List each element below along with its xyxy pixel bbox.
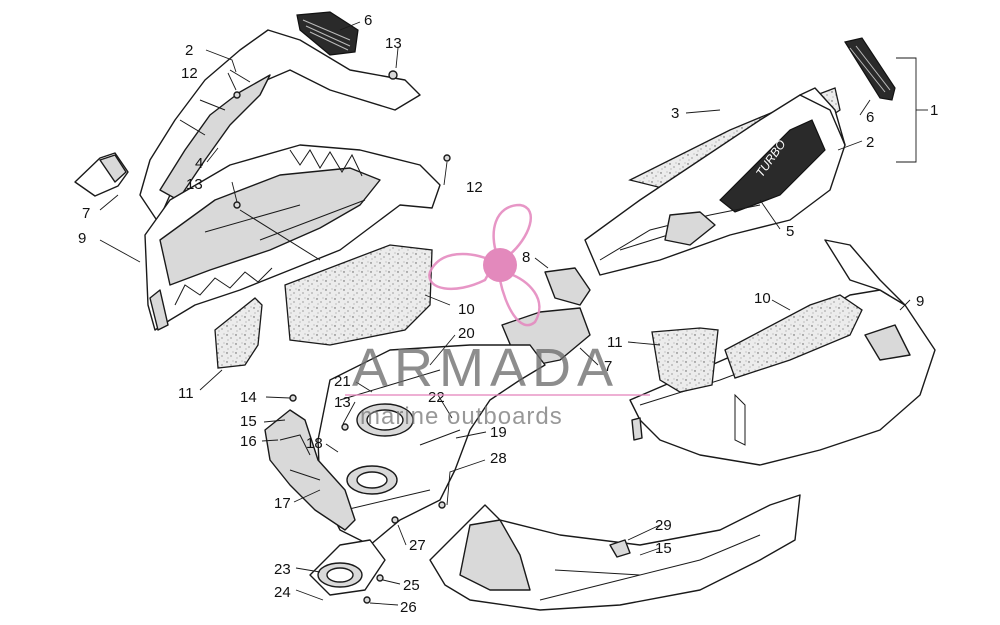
small-trim-8 <box>544 267 591 306</box>
watermark-logo: ARMADA marine outboards <box>345 203 650 430</box>
watermark-tagline: marine outboards <box>360 403 563 430</box>
callout-15-right: 15 <box>655 540 672 557</box>
left-side-panel <box>139 29 421 223</box>
vent-grille-left <box>296 11 359 56</box>
callout-14: 14 <box>240 389 257 406</box>
callout-7-left: 7 <box>82 205 90 222</box>
right-side-panel: TURBO <box>584 87 846 276</box>
callout-18: 18 <box>306 435 323 452</box>
propeller-icon <box>428 203 541 327</box>
callout-13-center: 13 <box>334 394 351 411</box>
foam-pad-left-10 <box>284 244 433 346</box>
callout-16: 16 <box>240 433 257 450</box>
callout-29: 29 <box>655 517 672 534</box>
callout-9-right: 9 <box>916 293 924 310</box>
callout-13-top: 13 <box>385 35 402 52</box>
callout-24: 24 <box>274 584 291 601</box>
leader-lines <box>99 21 928 606</box>
vent-grille-right <box>844 37 896 101</box>
callout-27: 27 <box>409 537 426 554</box>
callout-6-top: 6 <box>364 12 372 29</box>
side-vent-left <box>74 152 129 197</box>
callout-22: 22 <box>428 389 445 406</box>
callout-17: 17 <box>274 495 291 512</box>
callout-26: 26 <box>400 599 417 616</box>
callout-21: 21 <box>334 373 351 390</box>
lower-duct <box>309 539 386 596</box>
callout-25: 25 <box>403 577 420 594</box>
foam-pad-left-11 <box>214 297 263 369</box>
callout-3: 3 <box>671 105 679 122</box>
callout-10-left: 10 <box>458 301 475 318</box>
callout-12-top-left: 12 <box>181 65 198 82</box>
callout-1: 1 <box>930 102 938 119</box>
callout-5: 5 <box>786 223 794 240</box>
callout-10-right: 10 <box>754 290 771 307</box>
callout-11-right: 11 <box>607 334 623 351</box>
callout-8: 8 <box>522 249 530 266</box>
callout-15-left: 15 <box>240 413 257 430</box>
callout-11-left: 11 <box>178 385 194 402</box>
callout-7-center: 7 <box>604 358 612 375</box>
callout-12-mid: 12 <box>466 179 483 196</box>
foam-pad-right-11 <box>651 327 719 393</box>
callout-9-left: 9 <box>78 230 86 247</box>
callout-6-right: 6 <box>866 109 874 126</box>
callout-2-top-left: 2 <box>185 42 193 59</box>
callout-28: 28 <box>490 450 507 467</box>
foam-pad-right-10 <box>724 294 863 379</box>
callout-2-right: 2 <box>866 134 874 151</box>
callout-labels: 2 12 6 13 4 13 12 7 9 10 8 11 20 21 13 2… <box>78 12 938 616</box>
callout-23: 23 <box>274 561 291 578</box>
watermark-brand: ARMADA <box>352 338 619 398</box>
callout-4: 4 <box>195 155 203 172</box>
callout-19: 19 <box>490 424 507 441</box>
left-lower-shell <box>144 144 441 331</box>
callout-20: 20 <box>458 325 475 342</box>
callout-13-mid-left: 13 <box>186 176 203 193</box>
fasteners <box>233 70 631 604</box>
left-console <box>264 409 356 531</box>
